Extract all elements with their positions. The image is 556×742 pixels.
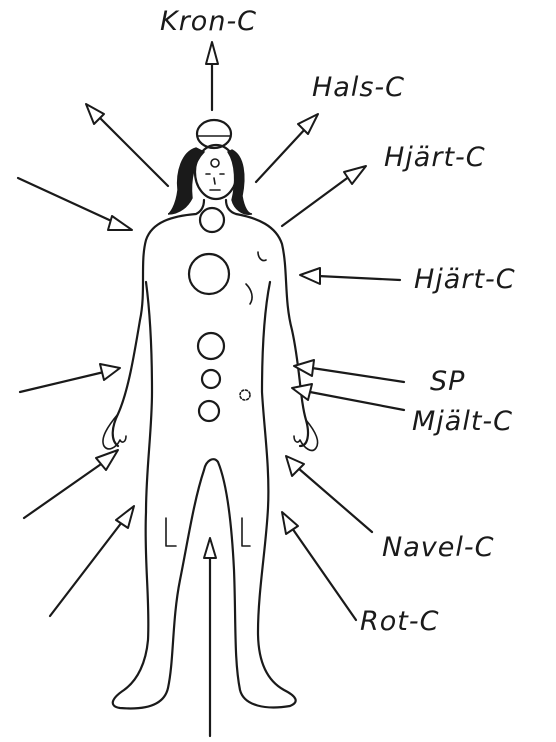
bottom-center-arrowhead [204,538,216,558]
navel-chakra-lower [199,401,219,421]
navel-arrowhead [286,456,304,476]
heart-chakra [189,254,229,294]
navel-chakra-upper [202,370,220,388]
hair-bun [197,120,231,148]
throat-chakra [200,208,224,232]
brow-chakra [211,159,219,167]
chakra-labels: Kron-C Hals-C Hjärt-C Hjärt-C SP Mjält-C… [160,6,516,637]
label-throat: Hals-C [312,72,405,103]
right-hand [294,420,318,450]
head [195,145,237,199]
heart-lower-arrowhead [300,268,320,284]
label-solar-plexus: SP [430,366,465,397]
upper-left-in-arrow-line [18,178,118,224]
throat-arrowhead [298,114,318,134]
bottom-left-out-arrow-line [50,522,122,616]
root-arrow-line [292,528,356,620]
left-knee-mark [166,518,176,546]
lower-left-out-arrow-line [24,462,104,518]
root-arrowhead [282,512,298,534]
spleen-arrow-line [310,392,404,410]
sp-arrow-line [312,368,404,382]
label-crown: Kron-C [160,6,257,37]
crown-arrowhead [206,42,218,64]
label-navel: Navel-C [382,532,494,563]
upper-left-in-arrowhead [108,216,132,230]
label-heart-lower: Hjärt-C [414,264,516,295]
heart-upper-arrow-line [282,176,350,226]
chakra-circles [189,208,250,421]
solar-plexus-chakra [198,333,224,359]
right-knee-mark [242,518,250,546]
navel-arrow-line [298,468,372,532]
heart-upper-arrowhead [344,166,366,184]
heart-lower-arrow-line [318,276,400,280]
spleen-chakra [240,390,250,400]
label-spleen: Mjält-C [412,406,513,437]
upper-left-out-arrowhead [86,104,104,124]
label-root: Rot-C [360,606,439,637]
upper-left-out-arrow-line [98,116,168,186]
left-middle-arrow-line [20,372,104,392]
lower-left-out-arrowhead [96,450,118,470]
left-middle-arrowhead [100,364,120,380]
throat-arrow-line [256,128,306,182]
label-heart-upper: Hjärt-C [384,142,486,173]
hair [168,148,252,214]
